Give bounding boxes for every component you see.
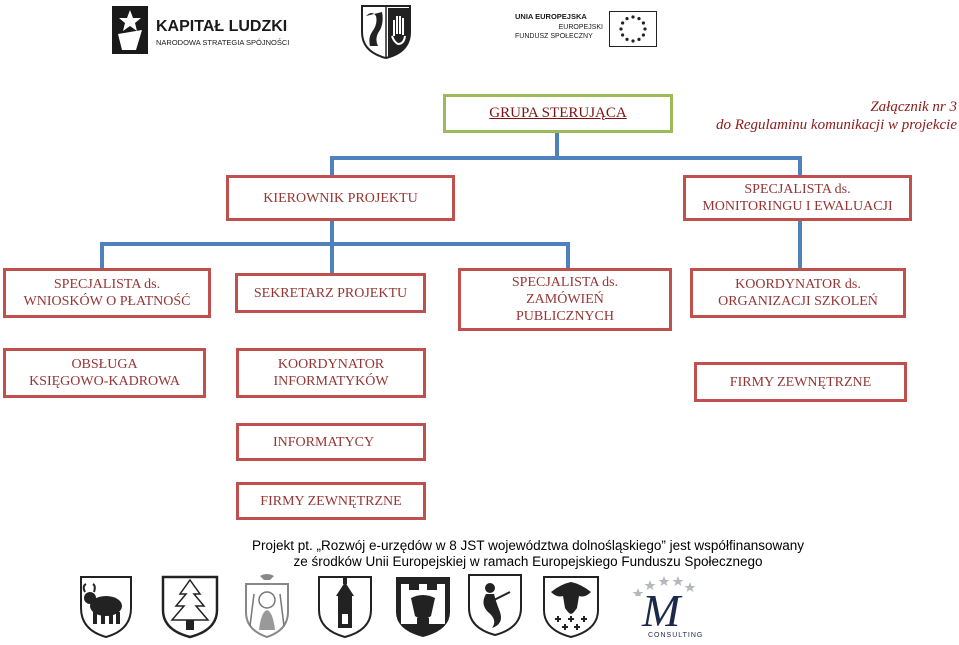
kapital-ludzki-emblem-icon <box>112 6 148 54</box>
firmy-zewnetrzne-bottom-box: FIRMY ZEWNĘTRZNE <box>236 482 426 520</box>
koordynator-informatykow-line1: KOORDYNATOR <box>277 357 385 372</box>
obsluga-ksiegowa-box: OBSŁUGA KSIĘGOWO-KADROWA <box>3 348 206 398</box>
connector-monitoring-down <box>798 220 802 270</box>
castle-eagle-coat-of-arms-icon <box>396 577 450 637</box>
informatycy-box: INFORMATYCY <box>236 423 426 461</box>
specjalista-wnioski-box: SPECJALISTA ds. WNIOSKÓW O PŁATNOŚĆ <box>3 268 211 318</box>
specjalista-monitoring-line1: SPECJALISTA ds. <box>744 182 851 197</box>
connector-to-zamowienia <box>566 242 570 270</box>
specjalista-zamowienia-line1: SPECJALISTA ds. <box>511 275 619 290</box>
specjalista-wnioski-line2: WNIOSKÓW O PŁATNOŚĆ <box>23 294 191 309</box>
eu-line1: UNIA EUROPEJSKA <box>515 12 587 21</box>
obsluga-ksiegowa-line1: OBSŁUGA <box>71 357 138 372</box>
specjalista-wnioski-line1: SPECJALISTA ds. <box>53 277 161 292</box>
eu-logo: UNIA EUROPEJSKA EUROPEJSKI FUNDUSZ SPOŁE… <box>515 10 657 50</box>
tree-coat-of-arms-icon <box>161 575 219 639</box>
koordynator-szkolenia-line2: ORGANIZACJI SZKOLEŃ <box>718 294 878 309</box>
kapital-ludzki-subtitle: NARODOWA STRATEGIA SPÓJNOŚCI <box>156 38 290 47</box>
consulting-word: CONSULTING <box>648 632 704 639</box>
mermaid-coat-of-arms-icon <box>468 574 522 637</box>
connector-to-wnioski <box>100 242 104 270</box>
kapital-ludzki-logo: KAPITAŁ LUDZKI NARODOWA STRATEGIA SPÓJNO… <box>110 4 295 56</box>
informatycy-label: INFORMATYCY <box>273 434 375 450</box>
specjalista-monitoring-line2: MONITORINGU I EWALUACJI <box>702 199 893 214</box>
kierownik-projektu-box: KIEROWNIK PROJEKTU <box>226 175 455 221</box>
stars-arc-icon <box>632 576 696 596</box>
lower-silesia-coat-of-arms <box>358 2 414 60</box>
tower-coat-of-arms-icon <box>318 576 372 639</box>
koordynator-informatykow-box: KOORDYNATOR INFORMATYKÓW <box>236 348 426 398</box>
connector-row2-horizontal <box>100 242 570 246</box>
eu-line2: EUROPEJSKI <box>558 24 603 31</box>
connector-row1-horizontal <box>330 156 802 160</box>
specjalista-zamowienia-line2: ZAMÓWIEŃ <box>526 292 604 307</box>
specjalista-zamowienia-line3: PUBLICZNYCH <box>515 309 614 324</box>
kapital-ludzki-title: KAPITAŁ LUDZKI <box>156 18 288 35</box>
annex-label: Załącznik nr 3 do Regulaminu komunikacji… <box>716 98 957 134</box>
obsluga-ksiegowa-line2: KSIĘGOWO-KADROWA <box>29 374 180 389</box>
koordynator-szkolenia-line1: KOORDYNATOR ds. <box>735 277 861 292</box>
specjalista-zamowienia-box: SPECJALISTA ds. ZAMÓWIEŃ PUBLICZNYCH <box>458 268 672 331</box>
firmy-zewnetrzne-bottom-label: FIRMY ZEWNĘTRZNE <box>260 493 402 509</box>
eagle-crosses-coat-of-arms-icon <box>543 576 599 639</box>
grupa-sterujaca-box: GRUPA STERUJĄCA <box>443 94 673 133</box>
connector-to-sekretarz <box>330 242 334 276</box>
eu-flag-icon <box>609 11 657 47</box>
bull-coat-of-arms-icon <box>80 576 132 639</box>
project-footer-line1: Projekt pt. „Rozwój e-urzędów w 8 JST wo… <box>251 538 804 553</box>
sekretarz-projektu-label: SEKRETARZ PROJEKTU <box>253 285 408 301</box>
m-consulting-logo: M CONSULTING <box>628 574 708 642</box>
koordynator-szkolenia-box: KOORDYNATOR ds. ORGANIZACJI SZKOLEŃ <box>690 268 906 318</box>
connector-to-kierownik <box>330 156 334 177</box>
consulting-m-letter: M <box>642 585 681 636</box>
grupa-sterujaca-label: GRUPA STERUJĄCA <box>489 105 627 121</box>
connector-to-monitoring <box>798 156 802 177</box>
eu-line3: FUNDUSZ SPOŁECZNY <box>515 33 593 40</box>
project-footer-line2: ze środków Unii Europejskiej w ramach Eu… <box>293 554 763 569</box>
koordynator-informatykow-line2: INFORMATYKÓW <box>273 374 389 389</box>
firmy-zewnetrzne-right-box: FIRMY ZEWNĘTRZNE <box>694 362 907 402</box>
connector-top-down <box>555 133 559 158</box>
specjalista-monitoring-box: SPECJALISTA ds. MONITORINGU I EWALUACJI <box>683 175 912 221</box>
firmy-zewnetrzne-right-label: FIRMY ZEWNĘTRZNE <box>729 374 872 390</box>
annex-line2: do Regulaminu komunikacji w projekcie <box>715 117 957 133</box>
sekretarz-projektu-box: SEKRETARZ PROJEKTU <box>235 273 426 313</box>
eagle-hand-shield-icon <box>361 5 411 60</box>
saint-coat-of-arms-icon <box>245 574 289 639</box>
project-footer: Projekt pt. „Rozwój e-urzędów w 8 JST wo… <box>228 538 828 570</box>
kierownik-projektu-label: KIEROWNIK PROJEKTU <box>263 190 418 206</box>
connector-kierownik-down <box>330 220 334 244</box>
annex-line1: Załącznik nr 3 <box>870 99 957 115</box>
